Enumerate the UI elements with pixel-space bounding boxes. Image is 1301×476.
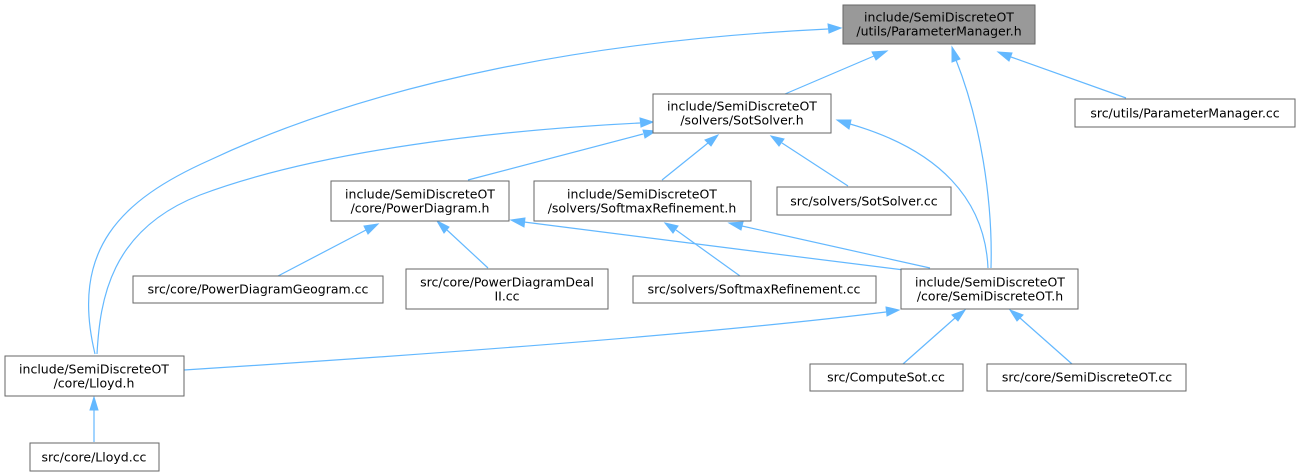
node-semi-discrete-ot-cc[interactable]: src/core/SemiDiscreteOT.cc xyxy=(986,363,1187,392)
edge-lloyd-to-sdot xyxy=(183,306,901,371)
node-softmax-refinement-cc[interactable]: src/solvers/SoftmaxRefinement.cc xyxy=(632,275,877,304)
node-compute-sot-cc[interactable]: src/ComputeSot.cc xyxy=(809,363,964,392)
edge-sotcc-to-sot xyxy=(769,135,849,187)
node-lloyd-cc[interactable]: src/core/Lloyd.cc xyxy=(29,442,160,472)
node-label-line: src/utils/ParameterManager.cc xyxy=(1090,106,1279,121)
edges xyxy=(87,23,1127,442)
node-sot-solver-h[interactable]: include/SemiDiscreteOT/solvers/SotSolver… xyxy=(652,93,832,134)
node-label-line: include/SemiDiscreteOT xyxy=(915,275,1065,290)
node-label-line: II.cc xyxy=(494,289,519,304)
edge-smr-to-sot xyxy=(661,133,720,181)
node-label-line: /core/Lloyd.h xyxy=(54,376,135,391)
edge-pdd-to-pd xyxy=(435,219,489,269)
node-power-diagram-h[interactable]: include/SemiDiscreteOT/core/PowerDiagram… xyxy=(330,180,510,222)
edge-paramcc-to-param xyxy=(996,51,1127,99)
node-power-diagram-geogram-cc[interactable]: src/core/PowerDiagramGeogram.cc xyxy=(132,275,384,304)
node-lloyd-h[interactable]: include/SemiDiscreteOT/core/Lloyd.h xyxy=(4,355,185,397)
node-parameter-manager-cc[interactable]: src/utils/ParameterManager.cc xyxy=(1074,98,1296,128)
edge-smrcc-to-smr xyxy=(663,222,741,277)
node-label-line: /solvers/SotSolver.h xyxy=(680,113,803,128)
edge-sot-to-param xyxy=(784,50,889,95)
node-label-line: src/ComputeSot.cc xyxy=(827,370,945,385)
edge-sdotcc-to-sdot xyxy=(1008,308,1073,365)
node-label-line: src/solvers/SotSolver.cc xyxy=(790,194,938,209)
node-parameter-manager-h[interactable]: include/SemiDiscreteOT/utils/ParameterMa… xyxy=(842,4,1036,45)
node-label-line: include/SemiDiscreteOT xyxy=(345,187,495,202)
node-label-line: /core/SemiDiscreteOT.h xyxy=(917,289,1063,304)
node-label-line: include/SemiDiscreteOT xyxy=(864,10,1014,25)
edge-lloyd-to-sot xyxy=(96,117,655,355)
node-softmax-refinement-h[interactable]: include/SemiDiscreteOT/solvers/SoftmaxRe… xyxy=(533,180,752,222)
node-label-line: src/core/SemiDiscreteOT.cc xyxy=(1002,370,1172,385)
edge-lloyd-to-param xyxy=(87,23,843,355)
edge-sdot-to-sot xyxy=(835,119,989,269)
node-label-line: src/core/PowerDiagramGeogram.cc xyxy=(148,282,369,297)
node-semi-discrete-ot-h[interactable]: include/SemiDiscreteOT/core/SemiDiscrete… xyxy=(900,268,1079,310)
node-label-line: src/core/PowerDiagramDeal xyxy=(420,275,594,290)
node-label-line: /utils/ParameterManager.h xyxy=(856,24,1021,39)
node-label-line: /solvers/SoftmaxRefinement.h xyxy=(548,201,737,216)
edge-sdot-to-smr xyxy=(727,221,931,269)
edge-sdot-to-pd xyxy=(509,217,905,271)
edge-sdot-to-param xyxy=(951,45,992,269)
node-label-line: include/SemiDiscreteOT xyxy=(19,362,169,377)
edge-pd-to-sot xyxy=(467,129,658,181)
node-sot-solver-cc[interactable]: src/solvers/SotSolver.cc xyxy=(776,186,952,216)
node-label-line: include/SemiDiscreteOT xyxy=(667,99,817,114)
node-label-line: /core/PowerDiagram.h xyxy=(351,201,490,216)
nodes: include/SemiDiscreteOT/utils/ParameterMa… xyxy=(4,4,1296,472)
edge-lloydcc-to-lloyd xyxy=(89,395,99,442)
node-label-line: src/core/Lloyd.cc xyxy=(42,450,147,465)
node-label-line: include/SemiDiscreteOT xyxy=(567,187,717,202)
edge-pdg-to-pd xyxy=(277,223,380,277)
node-label-line: src/solvers/SoftmaxRefinement.cc xyxy=(648,282,861,297)
edge-csot-to-sdot xyxy=(902,308,967,365)
